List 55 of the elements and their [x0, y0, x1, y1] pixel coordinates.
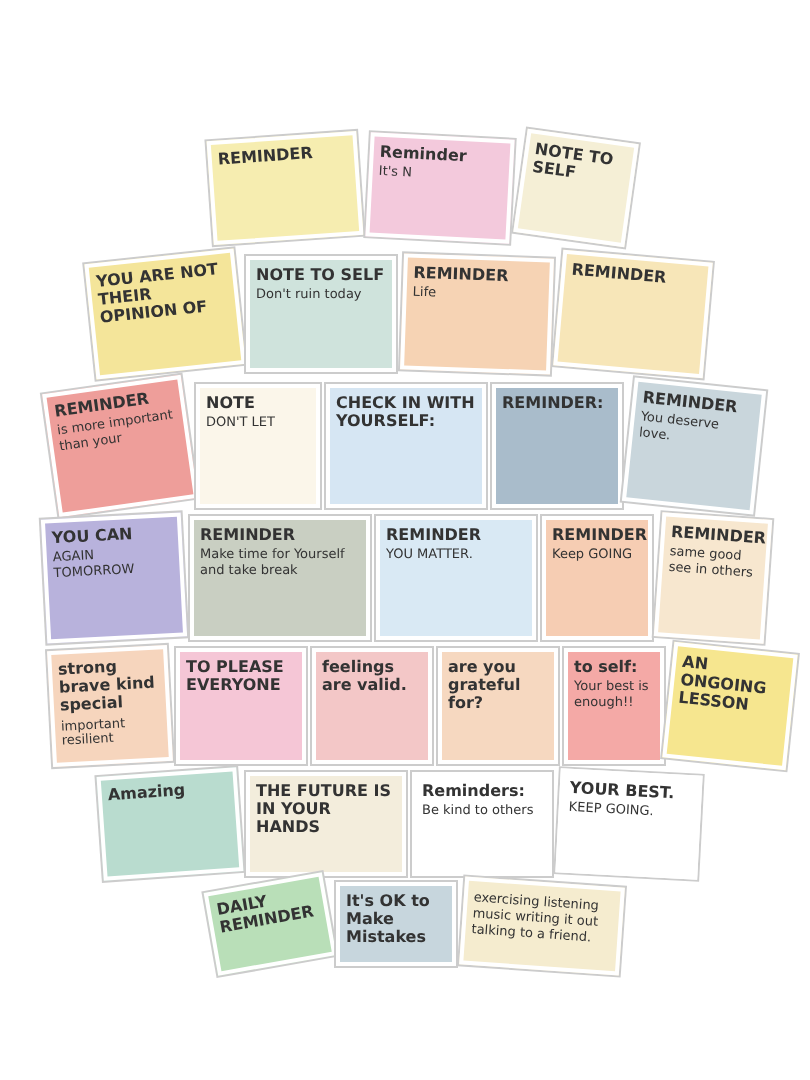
- sticker: [400, 253, 554, 375]
- sticker-heading: REMINDER: [200, 526, 298, 545]
- sticker: [42, 374, 198, 518]
- sticker: [513, 128, 639, 248]
- sticker: [653, 512, 773, 644]
- sticker-text: Amazing: [107, 778, 188, 805]
- sticker-text: REMINDER: [217, 142, 316, 169]
- sticker: [555, 768, 703, 880]
- sticker-heading: YOUR BEST.: [569, 778, 677, 803]
- sticker: [542, 516, 652, 640]
- sticker: [365, 132, 515, 244]
- sticker: [196, 384, 320, 508]
- sticker: [312, 648, 432, 764]
- sticker-text: It's OK to Make Mistakes: [346, 892, 432, 948]
- sticker-heading: NOTE TO SELF: [256, 266, 386, 285]
- sticker: [459, 876, 625, 976]
- sticker-text: are you grateful for?: [448, 658, 523, 714]
- sticker-text: NOTE TO SELF: [531, 140, 617, 187]
- sticker-heading: REMINDER: [552, 526, 642, 545]
- sticker: [246, 256, 396, 372]
- sticker: [190, 516, 370, 640]
- sticker-heading: YOU CAN: [51, 523, 135, 548]
- sticker: [438, 648, 558, 764]
- sticker-text: REMINDER: [570, 260, 670, 291]
- sticker-text: TO PLEASE EVERYONE: [186, 658, 286, 695]
- sticker: [47, 644, 173, 768]
- sticker: [96, 767, 244, 881]
- sticker: [203, 872, 337, 976]
- sticker: [564, 648, 664, 764]
- sticker-heading: to self:: [574, 658, 640, 677]
- sticker-heading: strong brave kind special: [57, 655, 158, 716]
- sticker: [40, 512, 188, 644]
- sticker: [206, 130, 364, 246]
- sticker-heading: NOTE: [206, 394, 257, 413]
- sticker-text: YOU ARE NOT THEIR OPINION OF: [95, 259, 221, 328]
- sticker: [553, 249, 713, 379]
- sticker: [176, 648, 306, 764]
- sticker-heading: REMINDER: [386, 526, 484, 545]
- sticker: [336, 882, 456, 966]
- sticker: [84, 248, 246, 380]
- sticker: [326, 384, 486, 508]
- sticker-text: feelings are valid.: [322, 658, 409, 695]
- sticker: [662, 641, 798, 771]
- sticker-heading: Reminder: [379, 142, 470, 166]
- sticker: [246, 772, 406, 876]
- sticker-text: THE FUTURE IS IN YOUR HANDS: [256, 782, 393, 838]
- sticker-text: CHECK IN WITH YOURSELF:: [336, 394, 476, 431]
- sticker: [376, 516, 536, 640]
- sticker-text: REMINDER:: [502, 394, 606, 413]
- sticker-heading: REMINDER: [413, 263, 511, 286]
- sticker: [492, 384, 622, 508]
- sticker: [621, 377, 767, 515]
- sticker-text: AN ONGOING LESSON: [677, 652, 770, 719]
- sticker-heading: Reminders:: [422, 782, 527, 801]
- sticker-heading: REMINDER: [670, 523, 762, 548]
